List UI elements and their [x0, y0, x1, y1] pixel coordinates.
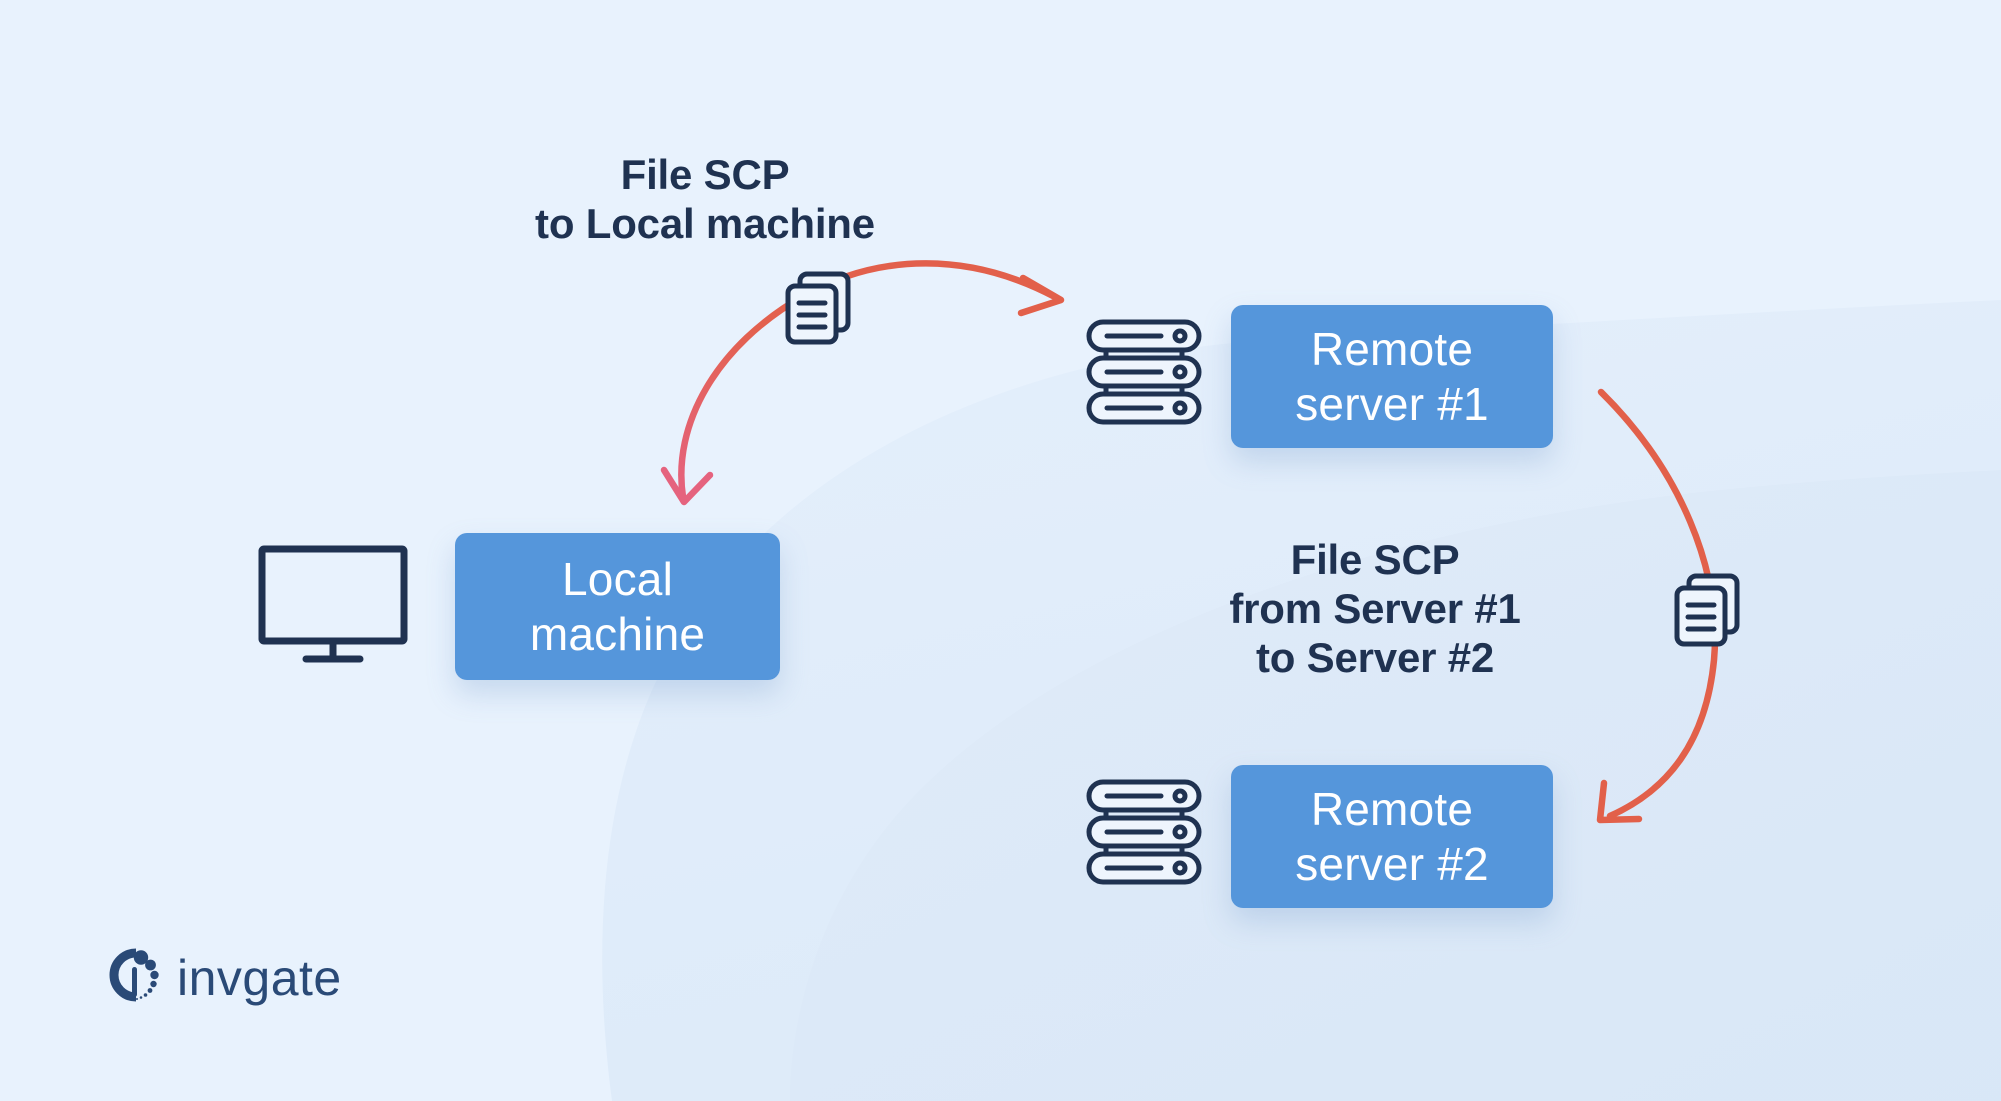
invgate-logo: invgate: [103, 945, 342, 1010]
invgate-wordmark: invgate: [177, 949, 342, 1006]
caption-file-scp-server1-to-server2: File SCP from Server #1 to Server #2: [1229, 536, 1521, 682]
invgate-circle-dots-icon: [103, 945, 163, 1010]
node-remote-server-2[interactable]: Remote server #2: [1231, 765, 1553, 908]
file-documents-icon-top: [783, 270, 855, 351]
server-rack-icon-1: [1085, 318, 1203, 435]
node-remote-server-1[interactable]: Remote server #1: [1231, 305, 1553, 448]
server-rack-icon-2: [1085, 778, 1203, 895]
arrow-server1-to-local: [660, 260, 1065, 506]
caption-file-scp-to-local: File SCP to Local machine: [535, 151, 875, 248]
node-local-machine[interactable]: Local machine: [455, 533, 780, 680]
monitor-icon: [258, 545, 408, 670]
file-documents-icon-right: [1672, 572, 1744, 653]
